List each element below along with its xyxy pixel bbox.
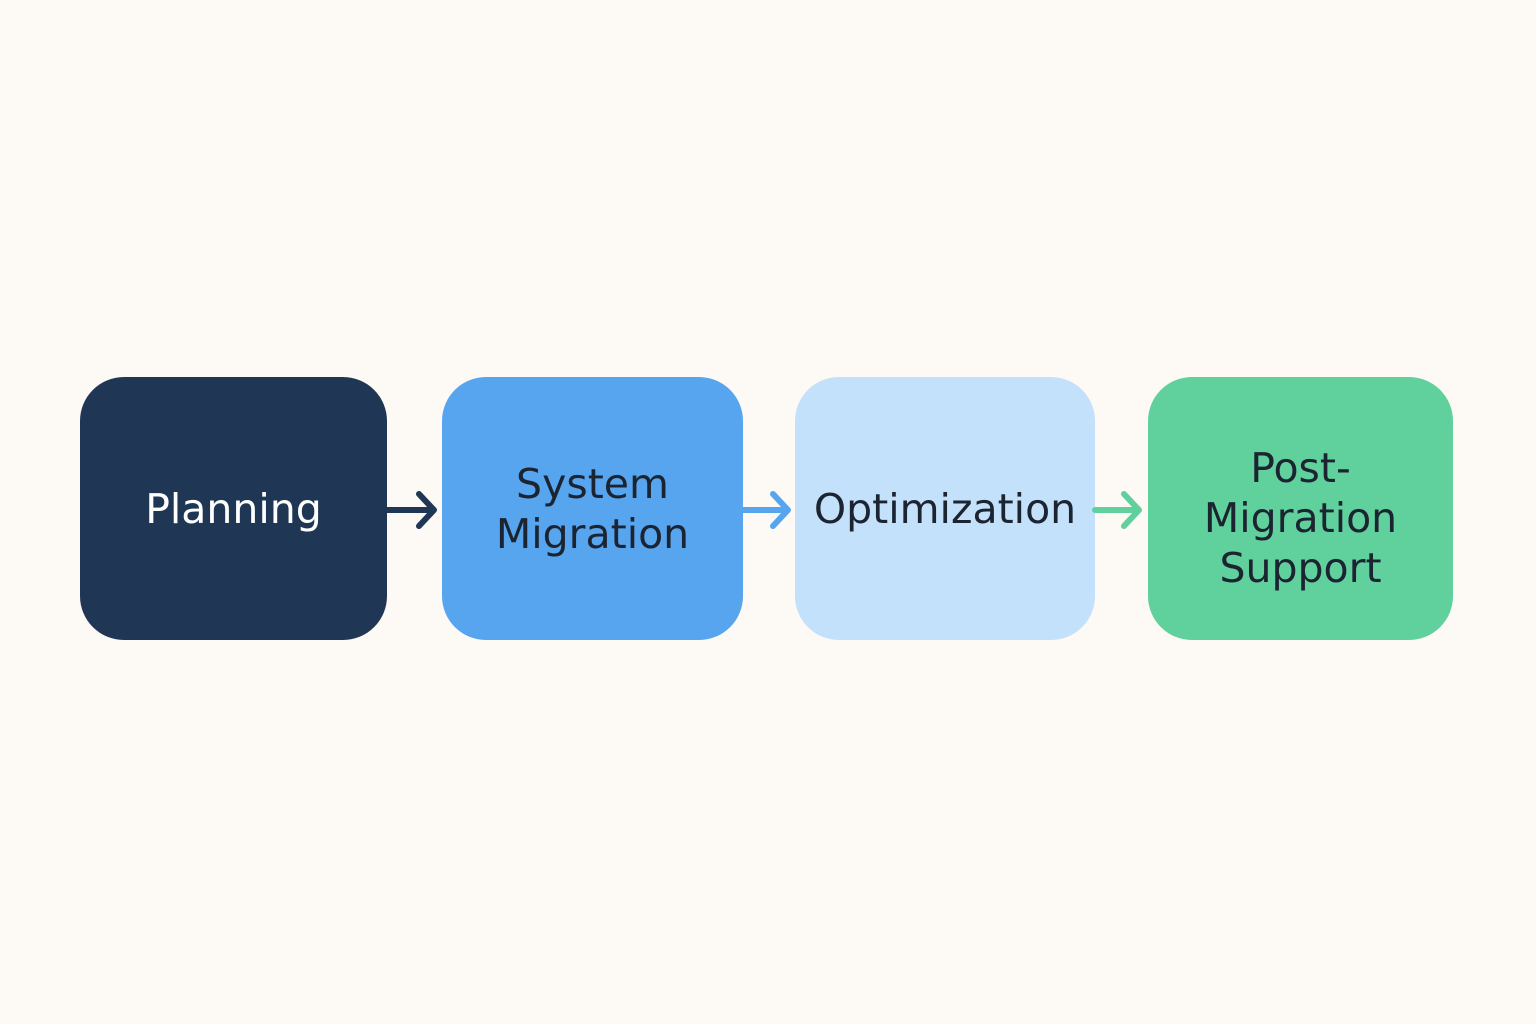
arrow-optimization-to-post-migration-support	[1092, 491, 1142, 529]
step-label: Planning	[145, 484, 322, 533]
arrow-system-migration-to-optimization	[740, 491, 791, 529]
step-post-migration-support: Post- Migration Support	[1148, 377, 1453, 640]
step-label: Optimization	[813, 484, 1077, 533]
step-label: System Migration	[495, 459, 690, 558]
step-planning: Planning	[80, 377, 387, 640]
step-system-migration: System Migration	[442, 377, 743, 640]
step-optimization: Optimization	[795, 377, 1095, 640]
arrow-planning-to-system-migration	[384, 491, 437, 529]
step-label: Post- Migration Support	[1203, 443, 1398, 592]
